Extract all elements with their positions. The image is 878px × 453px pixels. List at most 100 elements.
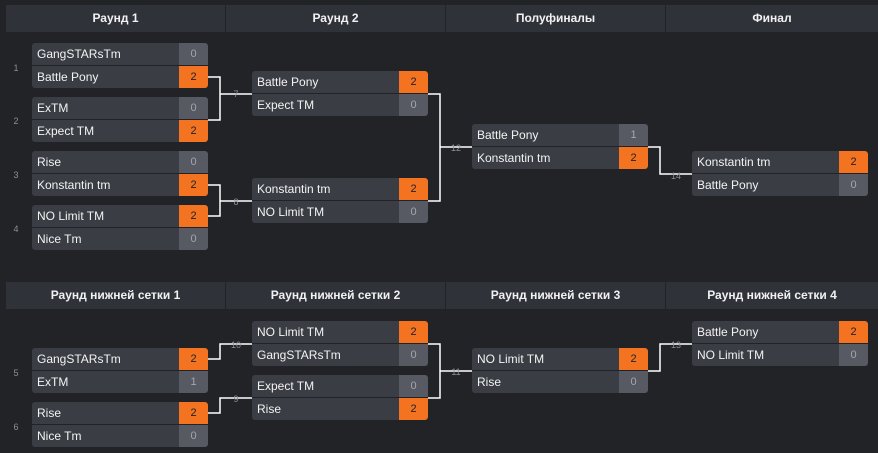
team-row[interactable]: Konstantin tm 2 [472, 147, 648, 169]
connector-to-match-8 [208, 184, 252, 217]
match-number: 9 [233, 394, 239, 404]
team-row[interactable]: Nice Tm 0 [32, 425, 208, 447]
match-2[interactable]: ExTM 0 Expect TM 2 [32, 97, 208, 144]
connector-to-match-12 [428, 93, 472, 202]
team-score: 2 [399, 398, 428, 420]
team-score: 1 [619, 124, 648, 146]
match-number: 3 [13, 170, 19, 180]
team-row[interactable]: Rise 2 [252, 398, 428, 420]
team-name: Rise [477, 375, 502, 389]
team-name: Battle Pony [697, 325, 759, 339]
team-row[interactable]: Konstantin tm 2 [252, 178, 428, 200]
team-score: 2 [399, 178, 428, 200]
team-name: Battle Pony [477, 128, 539, 142]
connector-to-match-10 [208, 343, 252, 360]
team-name: Expect TM [37, 124, 95, 138]
team-score: 2 [179, 120, 208, 142]
team-name: Rise [37, 406, 62, 420]
team-name: Konstantin tm [697, 155, 771, 169]
header-upper-semifinals: Полуфиналы [446, 5, 665, 32]
team-row[interactable]: Rise 2 [32, 402, 208, 424]
connector-to-match-7 [208, 76, 252, 121]
match-8[interactable]: Konstantin tm 2 NO Limit TM 0 [252, 178, 428, 225]
team-score: 2 [619, 348, 648, 370]
team-score: 0 [179, 43, 208, 65]
team-row[interactable]: Expect TM 2 [32, 120, 208, 142]
match-12[interactable]: Battle Pony 1 Konstantin tm 2 [472, 124, 648, 171]
team-name: NO Limit TM [257, 325, 325, 339]
connector-to-match-9 [208, 397, 252, 414]
match-number: 7 [233, 89, 239, 99]
match-6[interactable]: Rise 2 Nice Tm 0 [32, 402, 208, 449]
team-name: NO Limit TM [257, 205, 325, 219]
team-score: 2 [179, 402, 208, 424]
team-score: 0 [399, 375, 428, 397]
team-score: 0 [619, 371, 648, 393]
team-name: Rise [37, 155, 62, 169]
team-row[interactable]: ExTM 0 [32, 97, 208, 119]
team-name: GangSTARsTm [37, 352, 121, 366]
team-score: 0 [179, 425, 208, 447]
match-number: 5 [13, 368, 19, 378]
team-row[interactable]: GangSTARsTm 2 [32, 348, 208, 370]
team-name: Konstantin tm [257, 182, 331, 196]
team-score: 0 [179, 151, 208, 173]
team-name: Konstantin tm [477, 151, 551, 165]
team-row[interactable]: GangSTARsTm 0 [32, 43, 208, 65]
team-name: Battle Pony [257, 75, 319, 89]
team-row[interactable]: Rise 0 [472, 371, 648, 393]
team-name: GangSTARsTm [37, 47, 121, 61]
team-row[interactable]: Rise 0 [32, 151, 208, 173]
connector-to-match-11 [428, 343, 472, 399]
team-score: 2 [179, 174, 208, 196]
team-name: Battle Pony [697, 178, 759, 192]
header-upper-round-2: Раунд 2 [226, 5, 445, 32]
team-row[interactable]: Nice Tm 0 [32, 228, 208, 250]
team-score: 2 [619, 147, 648, 169]
team-score: 0 [179, 97, 208, 119]
header-upper-final: Финал [666, 5, 878, 32]
team-name: Nice Tm [37, 429, 82, 443]
match-number: 10 [230, 340, 241, 350]
team-name: ExTM [37, 101, 69, 115]
team-name: Rise [257, 402, 282, 416]
team-name: NO Limit TM [697, 348, 765, 362]
team-name: Nice Tm [37, 232, 82, 246]
team-score: 0 [399, 94, 428, 116]
connector-to-match-13 [648, 343, 692, 372]
team-row[interactable]: Battle Pony 1 [472, 124, 648, 146]
match-number: 8 [233, 197, 239, 207]
team-score: 2 [179, 66, 208, 88]
team-score: 0 [399, 201, 428, 223]
team-score: 0 [179, 228, 208, 250]
match-number: 4 [13, 224, 19, 234]
header-upper-round-1: Раунд 1 [6, 5, 225, 32]
match-number: 2 [13, 116, 19, 126]
team-row[interactable]: NO Limit TM 0 [252, 201, 428, 223]
team-score: 2 [179, 348, 208, 370]
